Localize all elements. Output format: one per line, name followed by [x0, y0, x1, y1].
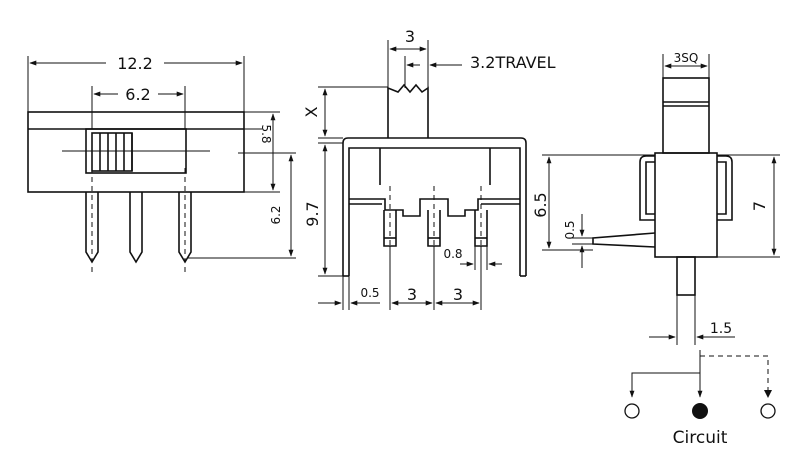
dim-6-2: 6.2 — [125, 85, 150, 104]
end-lead — [592, 232, 656, 248]
circuit-terminal-right — [760, 403, 776, 419]
end-view: 3SQ 6.5 7 0.5 1.5 — [531, 51, 780, 345]
actuator — [387, 83, 429, 138]
circuit-terminal-common — [692, 403, 708, 419]
side-body-frame — [342, 137, 527, 276]
end-actuator — [662, 77, 710, 154]
front-body — [27, 111, 245, 193]
dim-3sq: 3SQ — [674, 51, 699, 65]
dim-6-2-vertical: 6.2 — [269, 205, 283, 224]
dim-12-2: 12.2 — [117, 54, 153, 73]
front-pin-2 — [129, 192, 143, 264]
dim-actuator-3: 3 — [405, 27, 415, 46]
dim-9-7: 9.7 — [303, 201, 322, 226]
dim-x: X — [302, 106, 321, 117]
slider-knob — [91, 132, 133, 172]
circuit-label: Circuit — [673, 428, 728, 448]
dim-5-8: 5.8 — [259, 124, 273, 143]
dim-1-5: 1.5 — [710, 321, 732, 337]
end-body — [654, 152, 718, 258]
dim-pitch-1: 3 — [407, 285, 417, 304]
dim-6-5: 6.5 — [531, 192, 550, 217]
end-pin — [676, 256, 696, 296]
front-view: 12.2 6.2 5.8 6.2 — [27, 54, 296, 276]
circuit-terminal-left — [624, 403, 640, 419]
dim-7: 7 — [750, 201, 769, 211]
dim-side-0-5: 0.5 — [563, 220, 577, 239]
dim-0-5: 0.5 — [360, 286, 379, 300]
side-view: 3 3.2TRAVEL X 9.7 0.8 0.5 3 3 — [302, 27, 556, 310]
dim-0-8: 0.8 — [443, 247, 462, 261]
circuit-symbol: Circuit — [624, 350, 776, 448]
dim-pitch-2: 3 — [453, 285, 463, 304]
dim-travel: 3.2TRAVEL — [470, 53, 556, 72]
